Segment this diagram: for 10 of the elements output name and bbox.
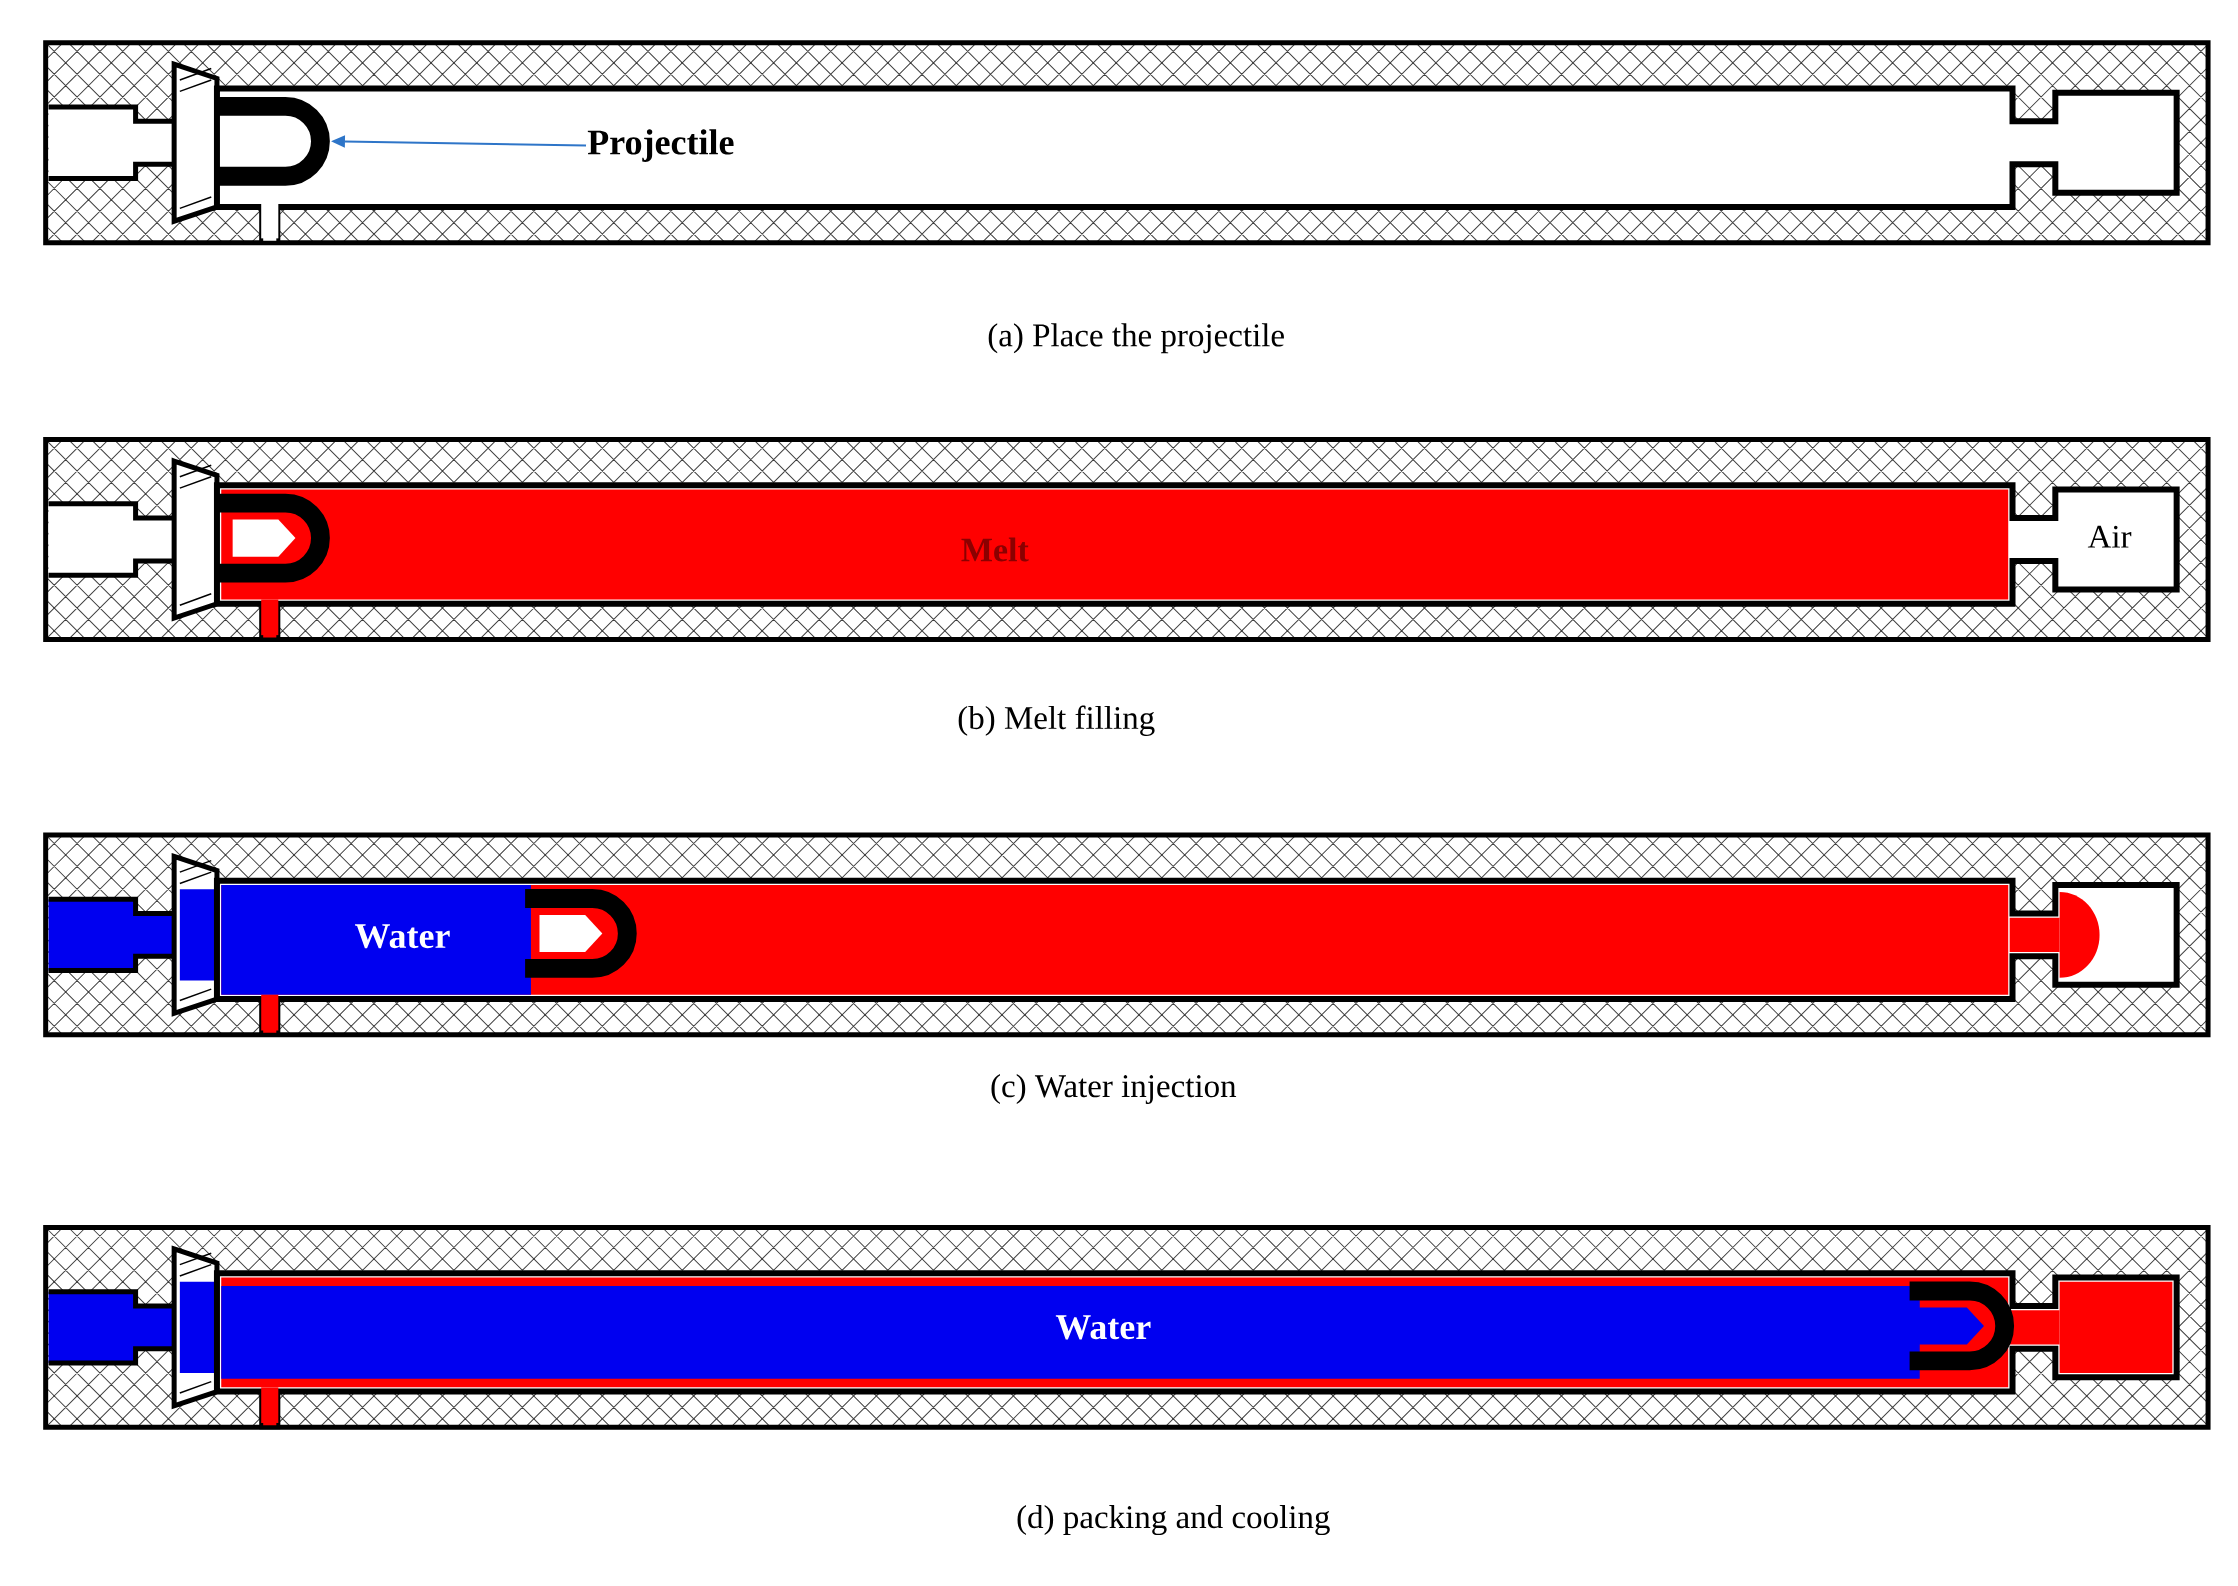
region-label: Air <box>2087 525 2132 548</box>
region-label: Water <box>355 924 450 949</box>
region-label: Melt <box>961 537 1029 562</box>
caption: (c) Water injection <box>991 1074 1237 1105</box>
caption: (a) Place the projectile <box>988 323 1284 354</box>
caption: (d) packing and cooling <box>1017 1505 1330 1536</box>
projectile <box>218 97 330 186</box>
projectile-label: Projectile <box>587 129 734 163</box>
caption: (b) Melt filling <box>958 705 1155 737</box>
region-label: Water <box>1055 1315 1151 1340</box>
